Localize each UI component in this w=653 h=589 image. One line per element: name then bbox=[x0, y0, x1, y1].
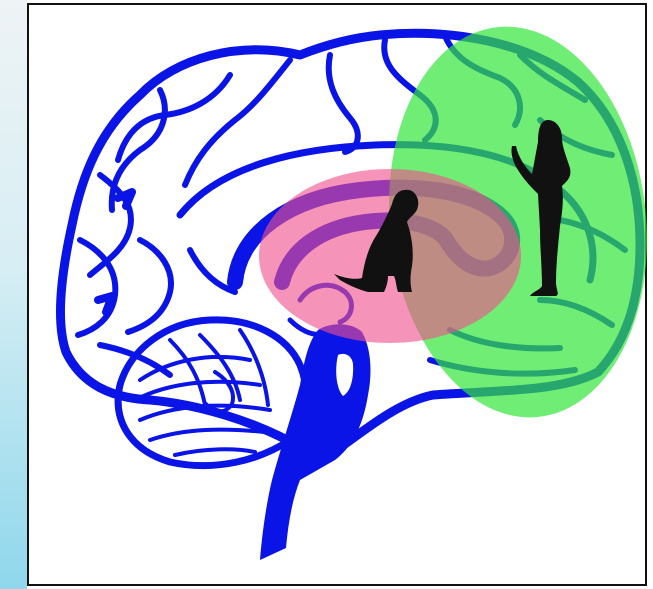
gyrus-line bbox=[78, 240, 115, 335]
gyrus-line bbox=[329, 55, 358, 152]
sulcus-mark bbox=[98, 296, 112, 312]
sulcus-mark bbox=[118, 192, 132, 206]
gyrus-line bbox=[128, 240, 171, 332]
cerebellum-folia bbox=[135, 330, 270, 455]
gyrus-line bbox=[185, 60, 290, 185]
gyrus-line bbox=[118, 75, 230, 160]
cerebellum bbox=[118, 320, 306, 466]
